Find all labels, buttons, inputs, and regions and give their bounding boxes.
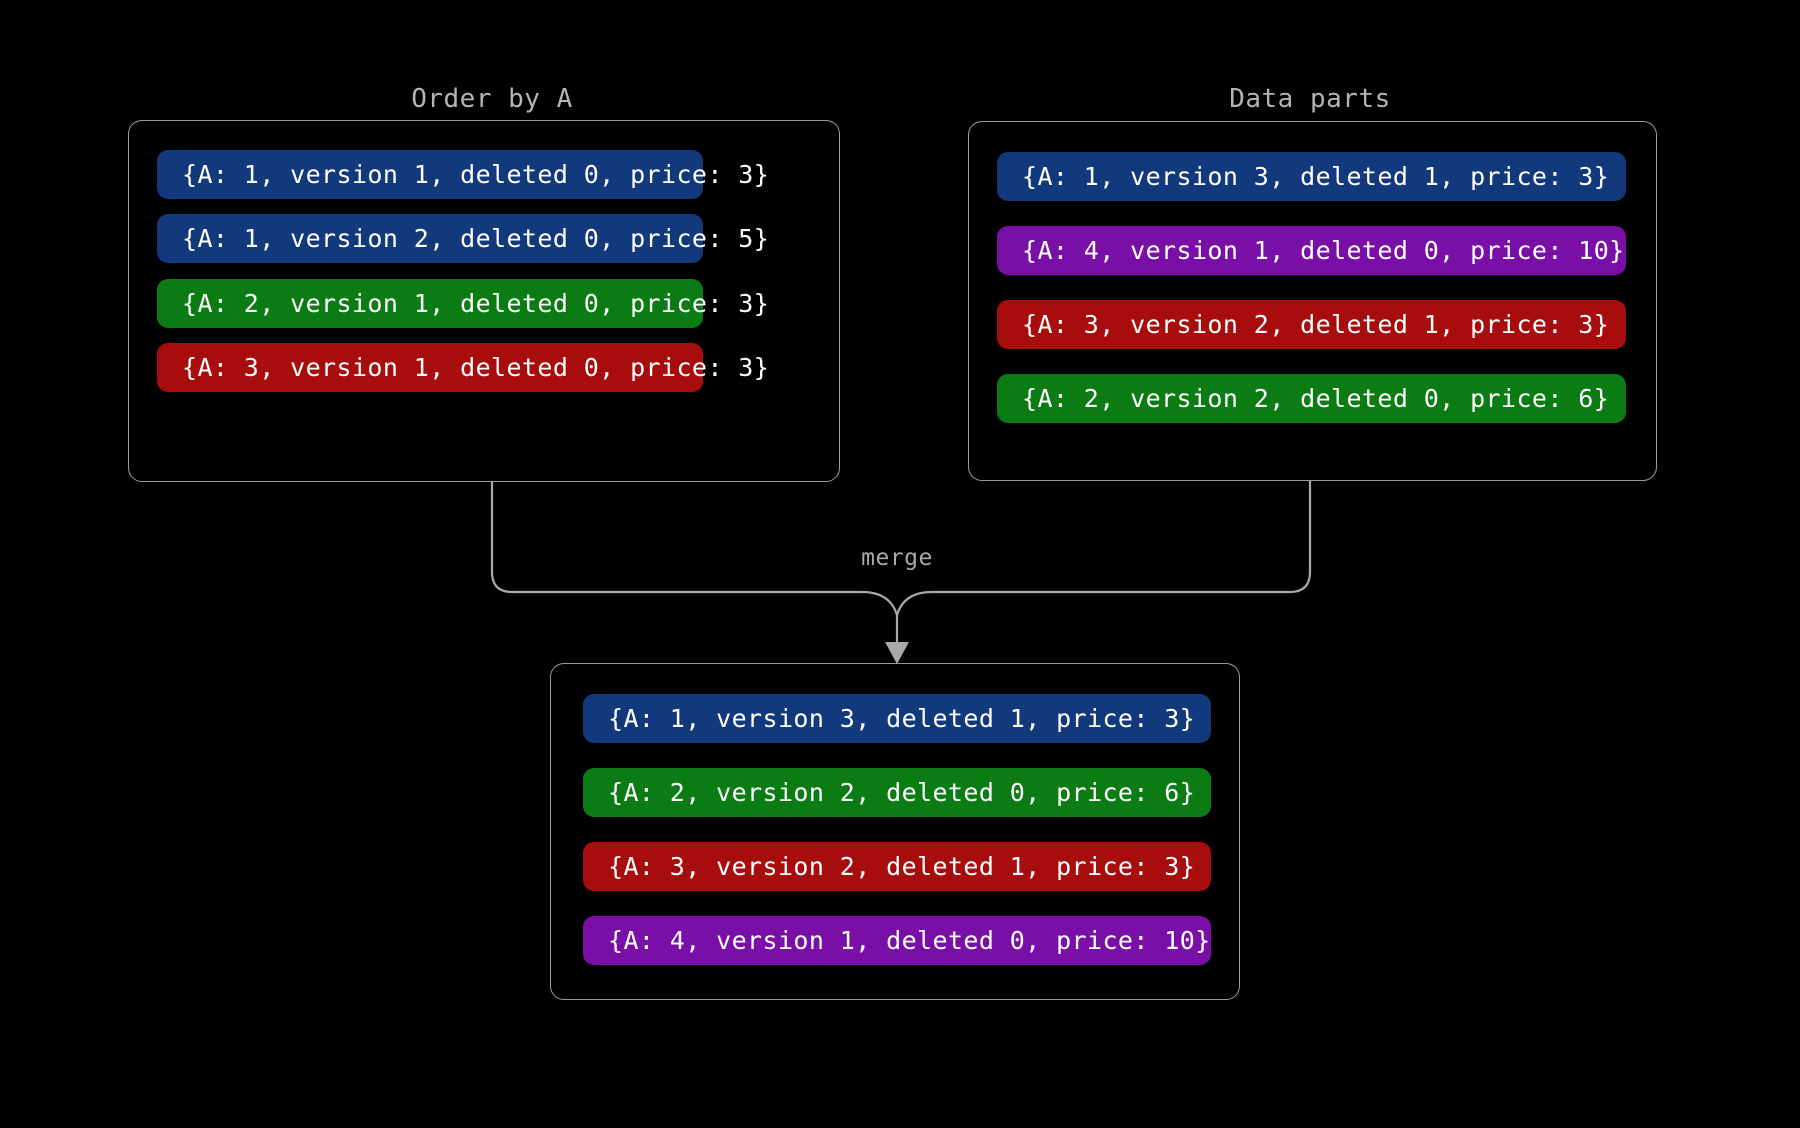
row-merged-result-2[interactable]: {A: 2, version 2, deleted 0, price: 6}	[583, 768, 1211, 817]
row-merged-result-1[interactable]: {A: 1, version 3, deleted 1, price: 3}	[583, 694, 1211, 743]
panel-data-parts	[968, 121, 1657, 481]
row-order-by-a-4[interactable]: {A: 3, version 1, deleted 0, price: 3}	[157, 343, 769, 392]
row-order-by-a-3[interactable]: {A: 2, version 1, deleted 0, price: 3}	[157, 279, 769, 328]
group-title-order-by-a: Order by A	[411, 84, 573, 114]
row-data-parts-1[interactable]: {A: 1, version 3, deleted 1, price: 3}	[997, 152, 1626, 201]
arrow-down-icon	[885, 642, 909, 664]
merge-edge-label: merge	[861, 545, 933, 571]
panel-order-by-a	[128, 120, 840, 482]
row-order-by-a-2[interactable]: {A: 1, version 2, deleted 0, price: 5}	[157, 214, 769, 263]
connector-left-path	[490, 480, 899, 617]
panel-merged-result	[550, 663, 1240, 1000]
connector-right-path	[895, 479, 1312, 617]
row-order-by-a-1[interactable]: {A: 1, version 1, deleted 0, price: 3}	[157, 150, 769, 199]
row-merged-result-4[interactable]: {A: 4, version 1, deleted 0, price: 10}	[583, 916, 1211, 965]
row-data-parts-4[interactable]: {A: 2, version 2, deleted 0, price: 6}	[997, 374, 1626, 423]
row-data-parts-3[interactable]: {A: 3, version 2, deleted 1, price: 3}	[997, 300, 1626, 349]
group-title-data-parts: Data parts	[1229, 84, 1391, 114]
row-merged-result-3[interactable]: {A: 3, version 2, deleted 1, price: 3}	[583, 842, 1211, 891]
row-data-parts-2[interactable]: {A: 4, version 1, deleted 0, price: 10}	[997, 226, 1626, 275]
